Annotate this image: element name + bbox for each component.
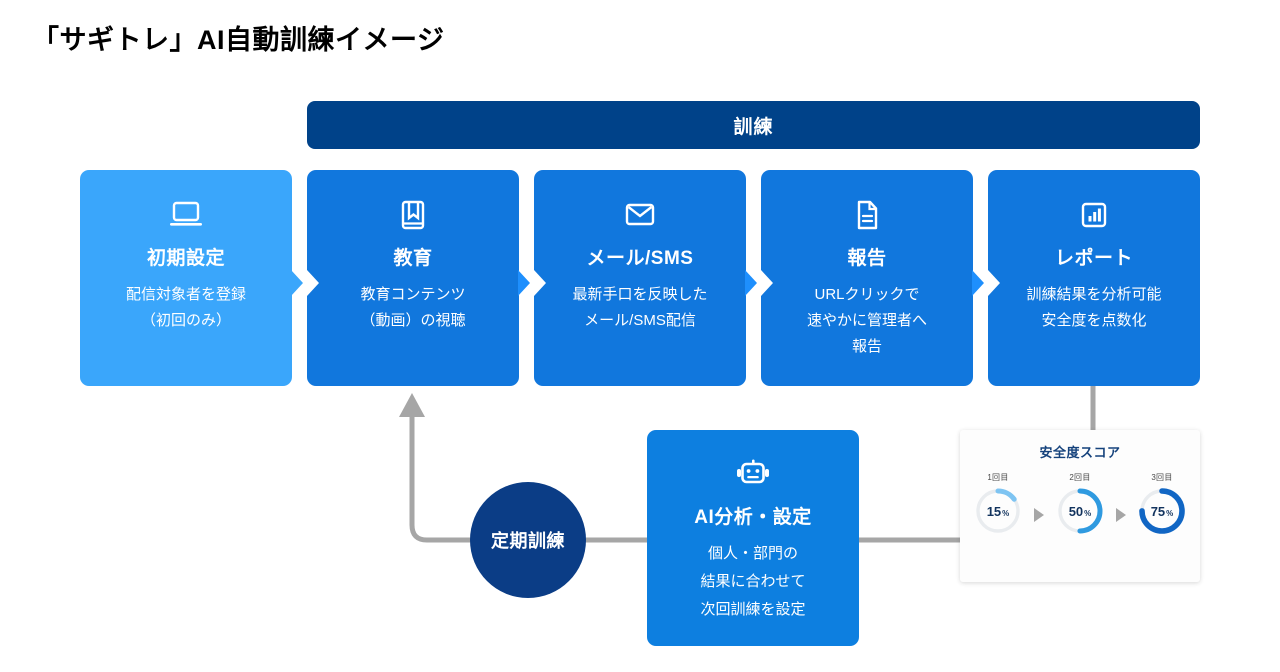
chevron-tip-icon [972, 270, 984, 296]
ai-card-desc: 個人・部門の 結果に合わせて 次回訓練を設定 [653, 540, 853, 624]
flow-card-desc: URLクリックで 速やかに管理者へ 報告 [769, 282, 965, 360]
donut-chart: 75% [1137, 486, 1187, 536]
book-icon [307, 196, 519, 234]
document-icon [761, 196, 973, 234]
donut-cell-2: 2回目 50% [1050, 472, 1110, 536]
desc-line: 次回訓練を設定 [700, 601, 806, 618]
chevron-tip-icon [291, 270, 303, 296]
donut-cell-3: 3回目 75% [1132, 472, 1192, 536]
flow-card-report-alert[interactable]: 報告 URLクリックで 速やかに管理者へ 報告 [761, 170, 984, 386]
desc-line: メール/SMS配信 [584, 312, 696, 329]
chevron-notch-icon [307, 270, 319, 296]
donut-number: 15 [986, 503, 1002, 519]
chevron-notch-icon [761, 270, 773, 296]
desc-line: 最新手口を反映した [572, 286, 708, 303]
desc-line: 速やかに管理者へ [806, 312, 927, 329]
desc-line: URLクリックで [814, 286, 920, 303]
donut-label: 3回目 [1151, 473, 1173, 482]
donut-label: 2回目 [1069, 473, 1091, 482]
flow-card-desc: 訓練結果を分析可能 安全度を点数化 [996, 282, 1192, 334]
bar-chart-icon [988, 196, 1200, 234]
desc-line: 個人・部門の [707, 545, 798, 562]
donut-chart: 50% [1055, 486, 1105, 536]
safety-score-title: 安全度スコア [1039, 445, 1121, 460]
desc-line: 訓練結果を分析可能 [1026, 286, 1162, 303]
flow-card-title: レポート [1054, 248, 1133, 269]
chevron-notch-icon [534, 270, 546, 296]
flow-card-report[interactable]: レポート 訓練結果を分析可能 安全度を点数化 [988, 170, 1200, 386]
desc-line: 報告 [851, 338, 882, 355]
donut-unit: % [1084, 508, 1092, 518]
ai-card-title: AI分析・設定 [694, 507, 812, 528]
flow-card-desc: 最新手口を反映した メール/SMS配信 [542, 282, 738, 334]
desc-line: 結果に合わせて [700, 573, 806, 590]
cycle-circle[interactable]: 定期訓練 [470, 482, 586, 598]
donut-number: 75 [1150, 503, 1166, 519]
flow-card-title: 報告 [847, 248, 887, 269]
flow-card-mail-sms[interactable]: メール/SMS 最新手口を反映した メール/SMS配信 [534, 170, 757, 386]
robot-icon [647, 456, 859, 494]
flow-card-title: 初期設定 [146, 248, 225, 269]
chevron-tip-icon [518, 270, 530, 296]
flow-card-initial-setup[interactable]: 初期設定 配信対象者を登録 （初回のみ） [80, 170, 303, 386]
training-band-label: 訓練 [733, 116, 774, 138]
donut-unit: % [1166, 508, 1174, 518]
desc-line: 教育コンテンツ [360, 286, 466, 303]
flow-card-education[interactable]: 教育 教育コンテンツ （動画）の視聴 [307, 170, 530, 386]
desc-line: （動画）の視聴 [360, 312, 466, 329]
donut-chart-row: 1回目 15% 2回目 [968, 472, 1192, 572]
desc-line: （初回のみ） [140, 312, 231, 329]
chevron-notch-icon [988, 270, 1000, 296]
mail-icon [534, 196, 746, 234]
training-band: 訓練 [307, 101, 1200, 149]
flow-card-title: メール/SMS [586, 248, 694, 269]
ai-analysis-card[interactable]: AI分析・設定 個人・部門の 結果に合わせて 次回訓練を設定 [647, 430, 859, 646]
donut-number: 50 [1068, 503, 1084, 519]
donut-label: 1回目 [987, 473, 1009, 482]
donut-cell-1: 1回目 15% [968, 472, 1028, 536]
laptop-icon [80, 196, 292, 234]
arrow-right-icon [1034, 508, 1044, 522]
donut-value: 75% [1137, 486, 1187, 536]
desc-line: 安全度を点数化 [1041, 312, 1147, 329]
donut-value: 50% [1055, 486, 1105, 536]
safety-score-panel: 安全度スコア 1回目 15% 2回目 [960, 430, 1200, 582]
donut-chart: 15% [973, 486, 1023, 536]
flow-card-desc: 教育コンテンツ （動画）の視聴 [315, 282, 511, 334]
donut-value: 15% [973, 486, 1023, 536]
donut-unit: % [1002, 508, 1010, 518]
cycle-circle-label: 定期訓練 [491, 531, 565, 551]
chevron-tip-icon [745, 270, 757, 296]
arrow-right-icon [1116, 508, 1126, 522]
flow-card-title: 教育 [393, 248, 433, 269]
desc-line: 配信対象者を登録 [125, 286, 246, 303]
page-title: 「サギトレ」AI自動訓練イメージ [32, 25, 445, 55]
flow-card-desc: 配信対象者を登録 （初回のみ） [88, 282, 284, 334]
